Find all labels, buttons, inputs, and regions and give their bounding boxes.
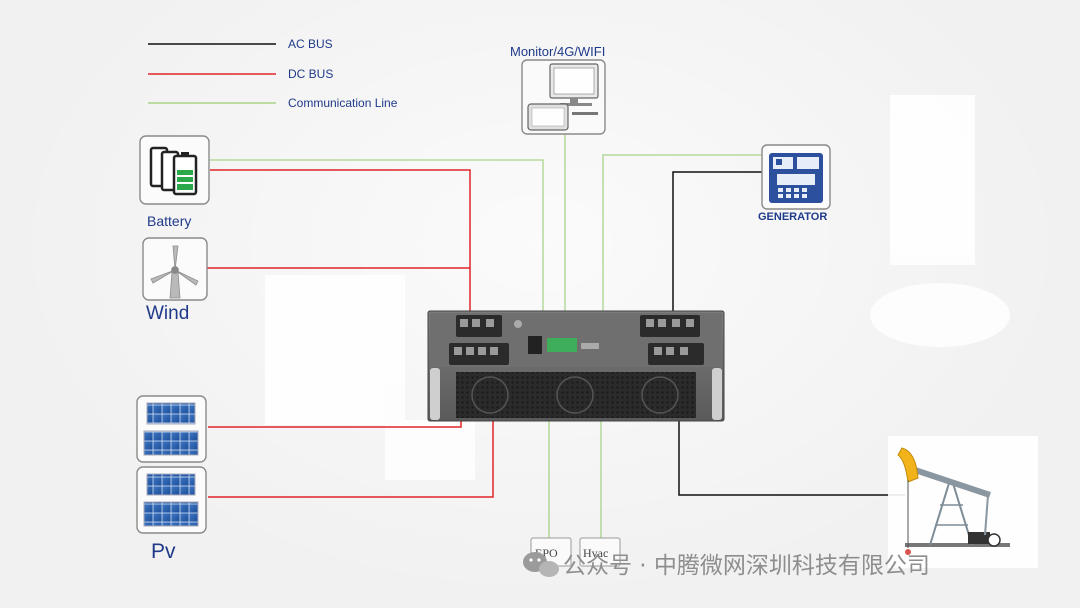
oil-pump-jack-icon (888, 436, 1038, 568)
hvac-device: Hvac (579, 537, 621, 567)
wind-device: Wind (142, 237, 208, 324)
monitor-label: Monitor/4G/WIFI (510, 44, 605, 59)
solar-panel-icon (143, 473, 199, 527)
battery-device: Battery (139, 135, 210, 229)
generator-device: GENERATOR (758, 144, 831, 223)
wind-turbine-icon (150, 245, 199, 299)
watermark: 公众号 · 中腾微网深圳科技有限公司 (523, 552, 930, 579)
background-decoration (265, 95, 1010, 480)
legend-dc-label: DC BUS (288, 67, 333, 81)
monitor-device: Monitor/4G/WIFI (510, 44, 606, 135)
hvac-label: Hvac (583, 546, 608, 560)
pv-device: Pv (136, 395, 207, 563)
battery-label: Battery (147, 213, 191, 229)
battery-icon (149, 146, 198, 196)
wechat-icon (523, 552, 559, 577)
watermark-text: 公众号 · 中腾微网深圳科技有限公司 (563, 553, 930, 579)
legend: AC BUS DC BUS Communication Line (148, 37, 398, 110)
generator-icon (769, 153, 823, 203)
solar-panel-icon (143, 402, 199, 456)
ac-bus-lines (672, 171, 905, 496)
monitor-tablet-icon (521, 59, 606, 135)
legend-comm-label: Communication Line (288, 96, 398, 110)
rack-controller-icon (427, 310, 725, 422)
communication-lines (210, 134, 762, 538)
hvac-box (579, 537, 621, 567)
generator-label: GENERATOR (758, 211, 827, 223)
legend-ac-label: AC BUS (288, 37, 333, 51)
wind-label: Wind (146, 303, 189, 324)
pv-label: Pv (151, 540, 176, 563)
